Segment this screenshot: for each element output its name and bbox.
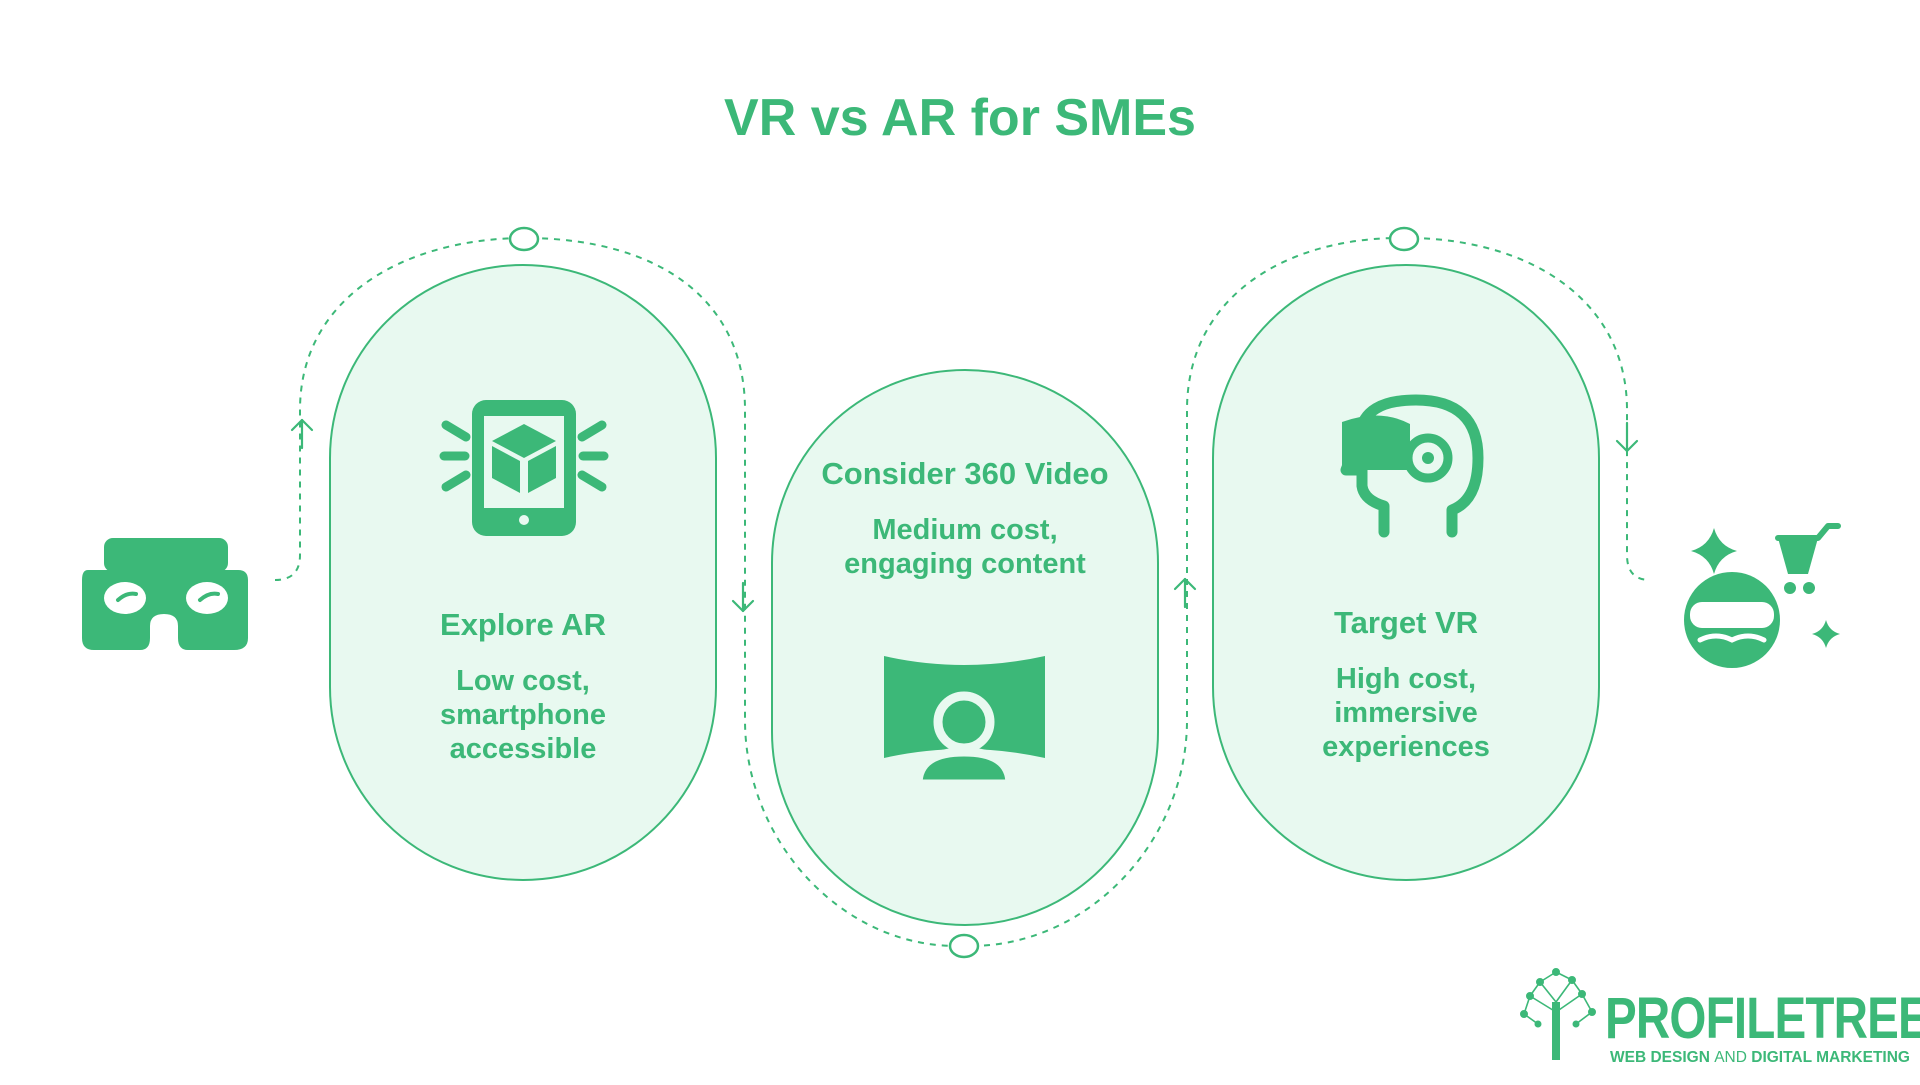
card-target-vr-desc-line: immersive (1334, 697, 1478, 729)
card-explore-ar-title: Explore AR (440, 607, 606, 642)
card-360-video-desc-line: engaging content (844, 548, 1086, 580)
flow-connectors (274, 237, 1651, 947)
card-target-vr-desc-line: experiences (1322, 731, 1490, 763)
card-360-video-title: Consider 360 Video (821, 456, 1109, 491)
logo-tagline-part: WEB DESIGN (1610, 1049, 1715, 1066)
card-consider-360-video (771, 369, 1159, 926)
card-explore-ar-desc-line: smartphone (440, 699, 606, 731)
diagram-title: VR vs AR for SMEs (724, 89, 1196, 147)
logo-tagline-part: DIGITAL MARKETING (1746, 1049, 1910, 1066)
card-target-vr-desc: High cost, immersive experiences (1233, 662, 1579, 764)
connector-ar-to-360 (529, 237, 956, 947)
card-explore-ar-desc-line: accessible (449, 733, 597, 765)
arrow-down-icon (1615, 421, 1639, 453)
connector-360-to-vr (971, 237, 1396, 947)
card-360-video-desc: Medium cost, engaging content (792, 513, 1138, 581)
card-target-vr-desc-line: High cost, (1335, 663, 1477, 695)
card-target-vr (1212, 264, 1600, 881)
card-360-video-desc-line: Medium cost, (872, 514, 1058, 546)
logo-tagline: WEB DESIGN AND DIGITAL MARKETING (1610, 1049, 1910, 1067)
connector-node-vr (1388, 226, 1420, 252)
connector-vr-to-end (1411, 237, 1651, 581)
360-video-icon (884, 656, 1045, 789)
arrow-up-icon (1173, 577, 1197, 609)
ar-phone-cube-icon (439, 400, 609, 536)
card-explore-ar-desc-line: Low cost, (456, 665, 590, 697)
arrow-up-icon (290, 418, 314, 450)
logo-wordmark: PROFILETREE (1605, 986, 1920, 1051)
card-explore-ar (329, 264, 717, 881)
connector-node-360 (948, 933, 980, 959)
vr-shopping-icon (1684, 523, 1841, 668)
vr-head-icon (1340, 394, 1484, 538)
card-target-vr-title: Target VR (1333, 605, 1479, 640)
card-explore-ar-desc: Low cost, smartphone accessible (350, 664, 696, 766)
profiletree-logo-icon (1520, 968, 1596, 1060)
connector-node-ar (508, 226, 540, 252)
cardboard-vr-headset-icon (82, 538, 248, 650)
logo-tagline-part: AND (1714, 1049, 1747, 1066)
arrow-down-icon (731, 581, 755, 613)
